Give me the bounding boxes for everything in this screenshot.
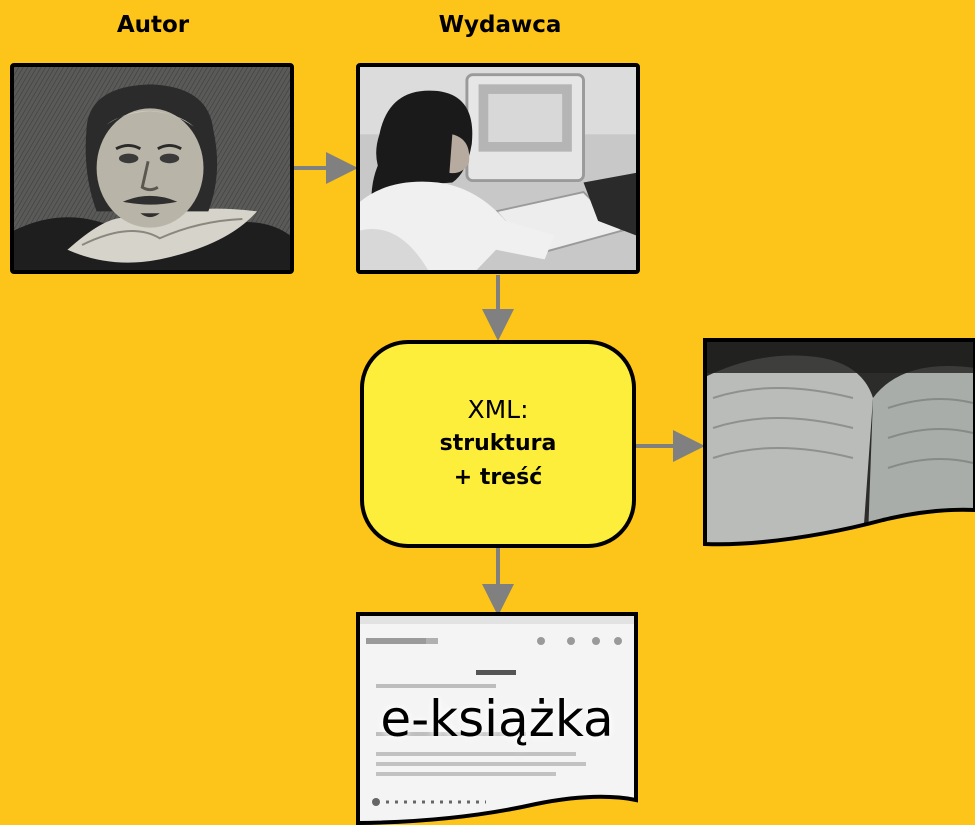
person-computer-icon [360, 67, 636, 270]
xml-title: XML: [467, 395, 529, 424]
printed-book-photo [703, 338, 975, 552]
xml-structure-box: XML: struktura + treść [360, 340, 636, 548]
tablet-page-icon [356, 612, 638, 825]
publisher-label: Wydawca [438, 12, 562, 38]
author-portrait [10, 63, 294, 274]
author-label: Autor [116, 12, 190, 38]
open-book-icon [703, 338, 975, 547]
portrait-engraving-icon [14, 67, 290, 270]
xml-content-label: + treść [453, 465, 543, 490]
publisher-photo [356, 63, 640, 274]
xml-structure-label: struktura [439, 431, 557, 456]
ebook-label: e-książka [380, 690, 614, 748]
ebook-document: e-książka [356, 612, 638, 825]
